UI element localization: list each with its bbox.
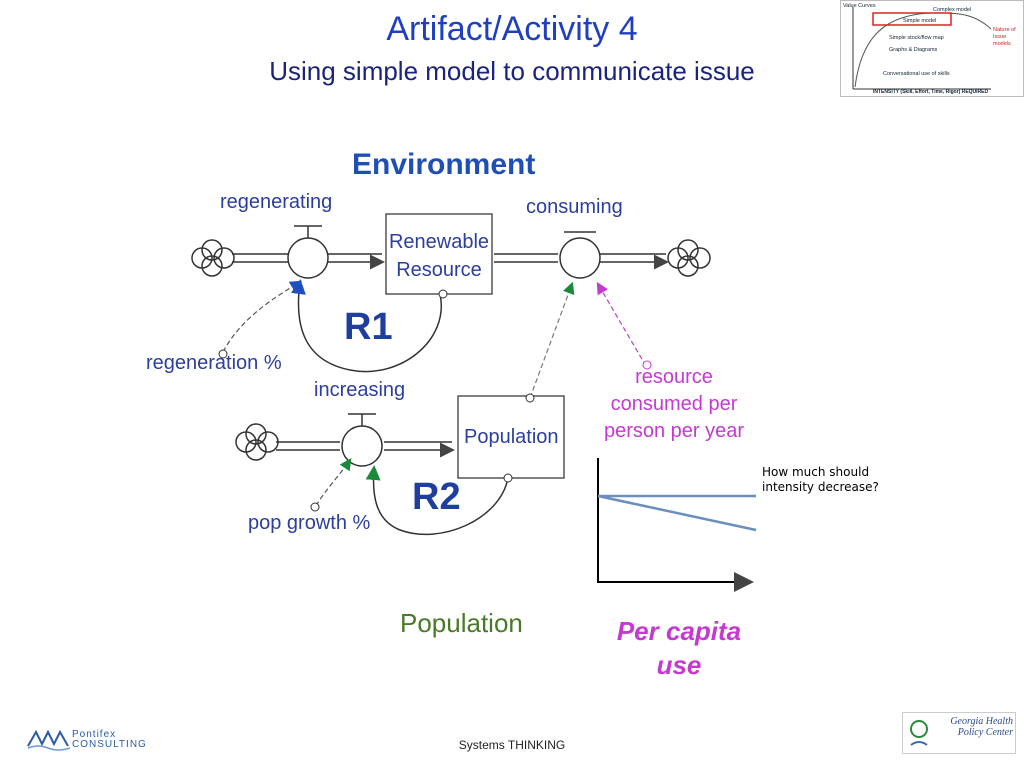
slide-subtitle: Using simple model to communicate issue — [269, 56, 755, 86]
thumb-axis-label: INTENSITY (Skill, Effort, Time, Rigor) R… — [873, 89, 989, 95]
slide-title: Artifact/Activity 4 — [386, 10, 638, 48]
environment-label: Environment — [352, 148, 536, 181]
value-curve-thumbnail: Value Curves Complex model Simple model … — [840, 0, 1024, 97]
population-caption: Population — [400, 608, 523, 638]
population-stock: Population — [464, 426, 559, 448]
renewable-resource-stock: Renewable Resource — [388, 231, 490, 281]
thumb-item-2: Simple model — [903, 18, 937, 24]
consuming-label: consuming — [526, 196, 623, 218]
thumb-item-4: Graphs & Diagrams — [889, 47, 938, 53]
pontifex-logo-text: Pontifex CONSULTING — [72, 729, 147, 750]
loop-r2-label: R2 — [412, 476, 461, 518]
regenerating-label: regenerating — [220, 191, 333, 213]
thumb-curve-label: Value Curves — [843, 3, 876, 9]
regeneration-pct-label: regeneration % — [146, 352, 282, 374]
pontifex-logo: Pontifex CONSULTING — [26, 726, 147, 754]
loop-r1-label: R1 — [344, 306, 393, 348]
thumb-item-1: Complex model — [933, 7, 972, 13]
pontifex-wave-icon — [27, 729, 71, 751]
ghpc-emblem-icon — [910, 720, 928, 746]
thumb-item-3: Simple stock/flow map — [889, 35, 944, 41]
source-cloud-top — [191, 239, 235, 277]
increasing-label: increasing — [314, 379, 406, 401]
graph-question: How much should intensity decrease? — [762, 465, 879, 494]
ghpc-logo-text: Georgia Health Policy Center — [950, 716, 1013, 738]
pop-growth-label: pop growth % — [248, 512, 371, 534]
source-cloud-bottom — [235, 423, 279, 461]
value-curve-graphic — [852, 7, 992, 90]
intensity-graph — [597, 458, 757, 592]
per-capita-caption: Per capita use — [616, 616, 742, 680]
thumb-right-note: Nature of Issue models — [993, 27, 1016, 47]
sink-cloud-top — [667, 239, 711, 277]
resource-consumed-label: resource consumed per person per year — [603, 366, 745, 442]
footer-text: Systems THINKING — [458, 738, 566, 752]
ghpc-logo: Georgia Health Policy Center — [902, 712, 1016, 754]
thumb-item-5: Conversational use of skills — [883, 71, 950, 77]
